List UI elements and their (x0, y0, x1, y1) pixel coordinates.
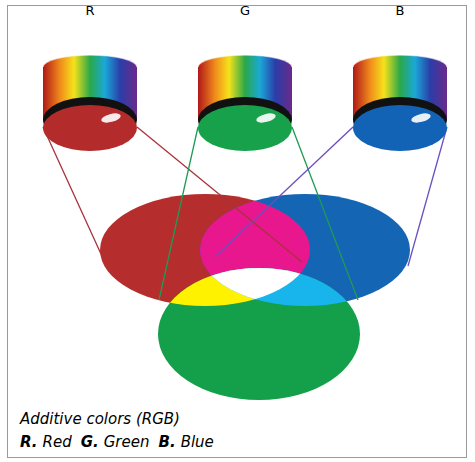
light-beam-line (159, 127, 198, 300)
light-source: R (41, 2, 139, 152)
lens-glint (100, 112, 121, 125)
key-text: B. (159, 432, 176, 452)
lamp-cylinder (351, 42, 449, 152)
lens-glint (255, 112, 276, 125)
channel-letter: B (351, 2, 449, 20)
key-text: Green (104, 432, 150, 452)
cyan-overlap (158, 268, 360, 400)
colored-lens (43, 105, 137, 151)
yellow-overlap (158, 268, 360, 400)
rim-highlight (198, 55, 292, 67)
rim-highlight (43, 55, 137, 67)
key-text: Red (43, 432, 72, 452)
colored-lens (353, 105, 447, 151)
channel-letter: G (196, 2, 294, 20)
caption-text: Additive colors (RGB) (20, 409, 180, 429)
channel-letter: R (41, 2, 139, 20)
lens-glint (410, 112, 431, 125)
channel-key: R.Red G.Green B.Blue (20, 432, 223, 452)
lamp-cylinder (196, 42, 294, 152)
colored-lens (198, 105, 292, 151)
green-light-area (158, 268, 360, 400)
frame (8, 6, 467, 458)
rim-highlight (353, 55, 447, 67)
key-text: G. (81, 432, 99, 452)
key-text: Blue (181, 432, 214, 452)
light-source: G (196, 2, 294, 152)
lamp-cylinder (41, 42, 139, 152)
white-overlap (158, 268, 360, 400)
key-text: R. (20, 432, 38, 452)
light-source: B (351, 2, 449, 152)
